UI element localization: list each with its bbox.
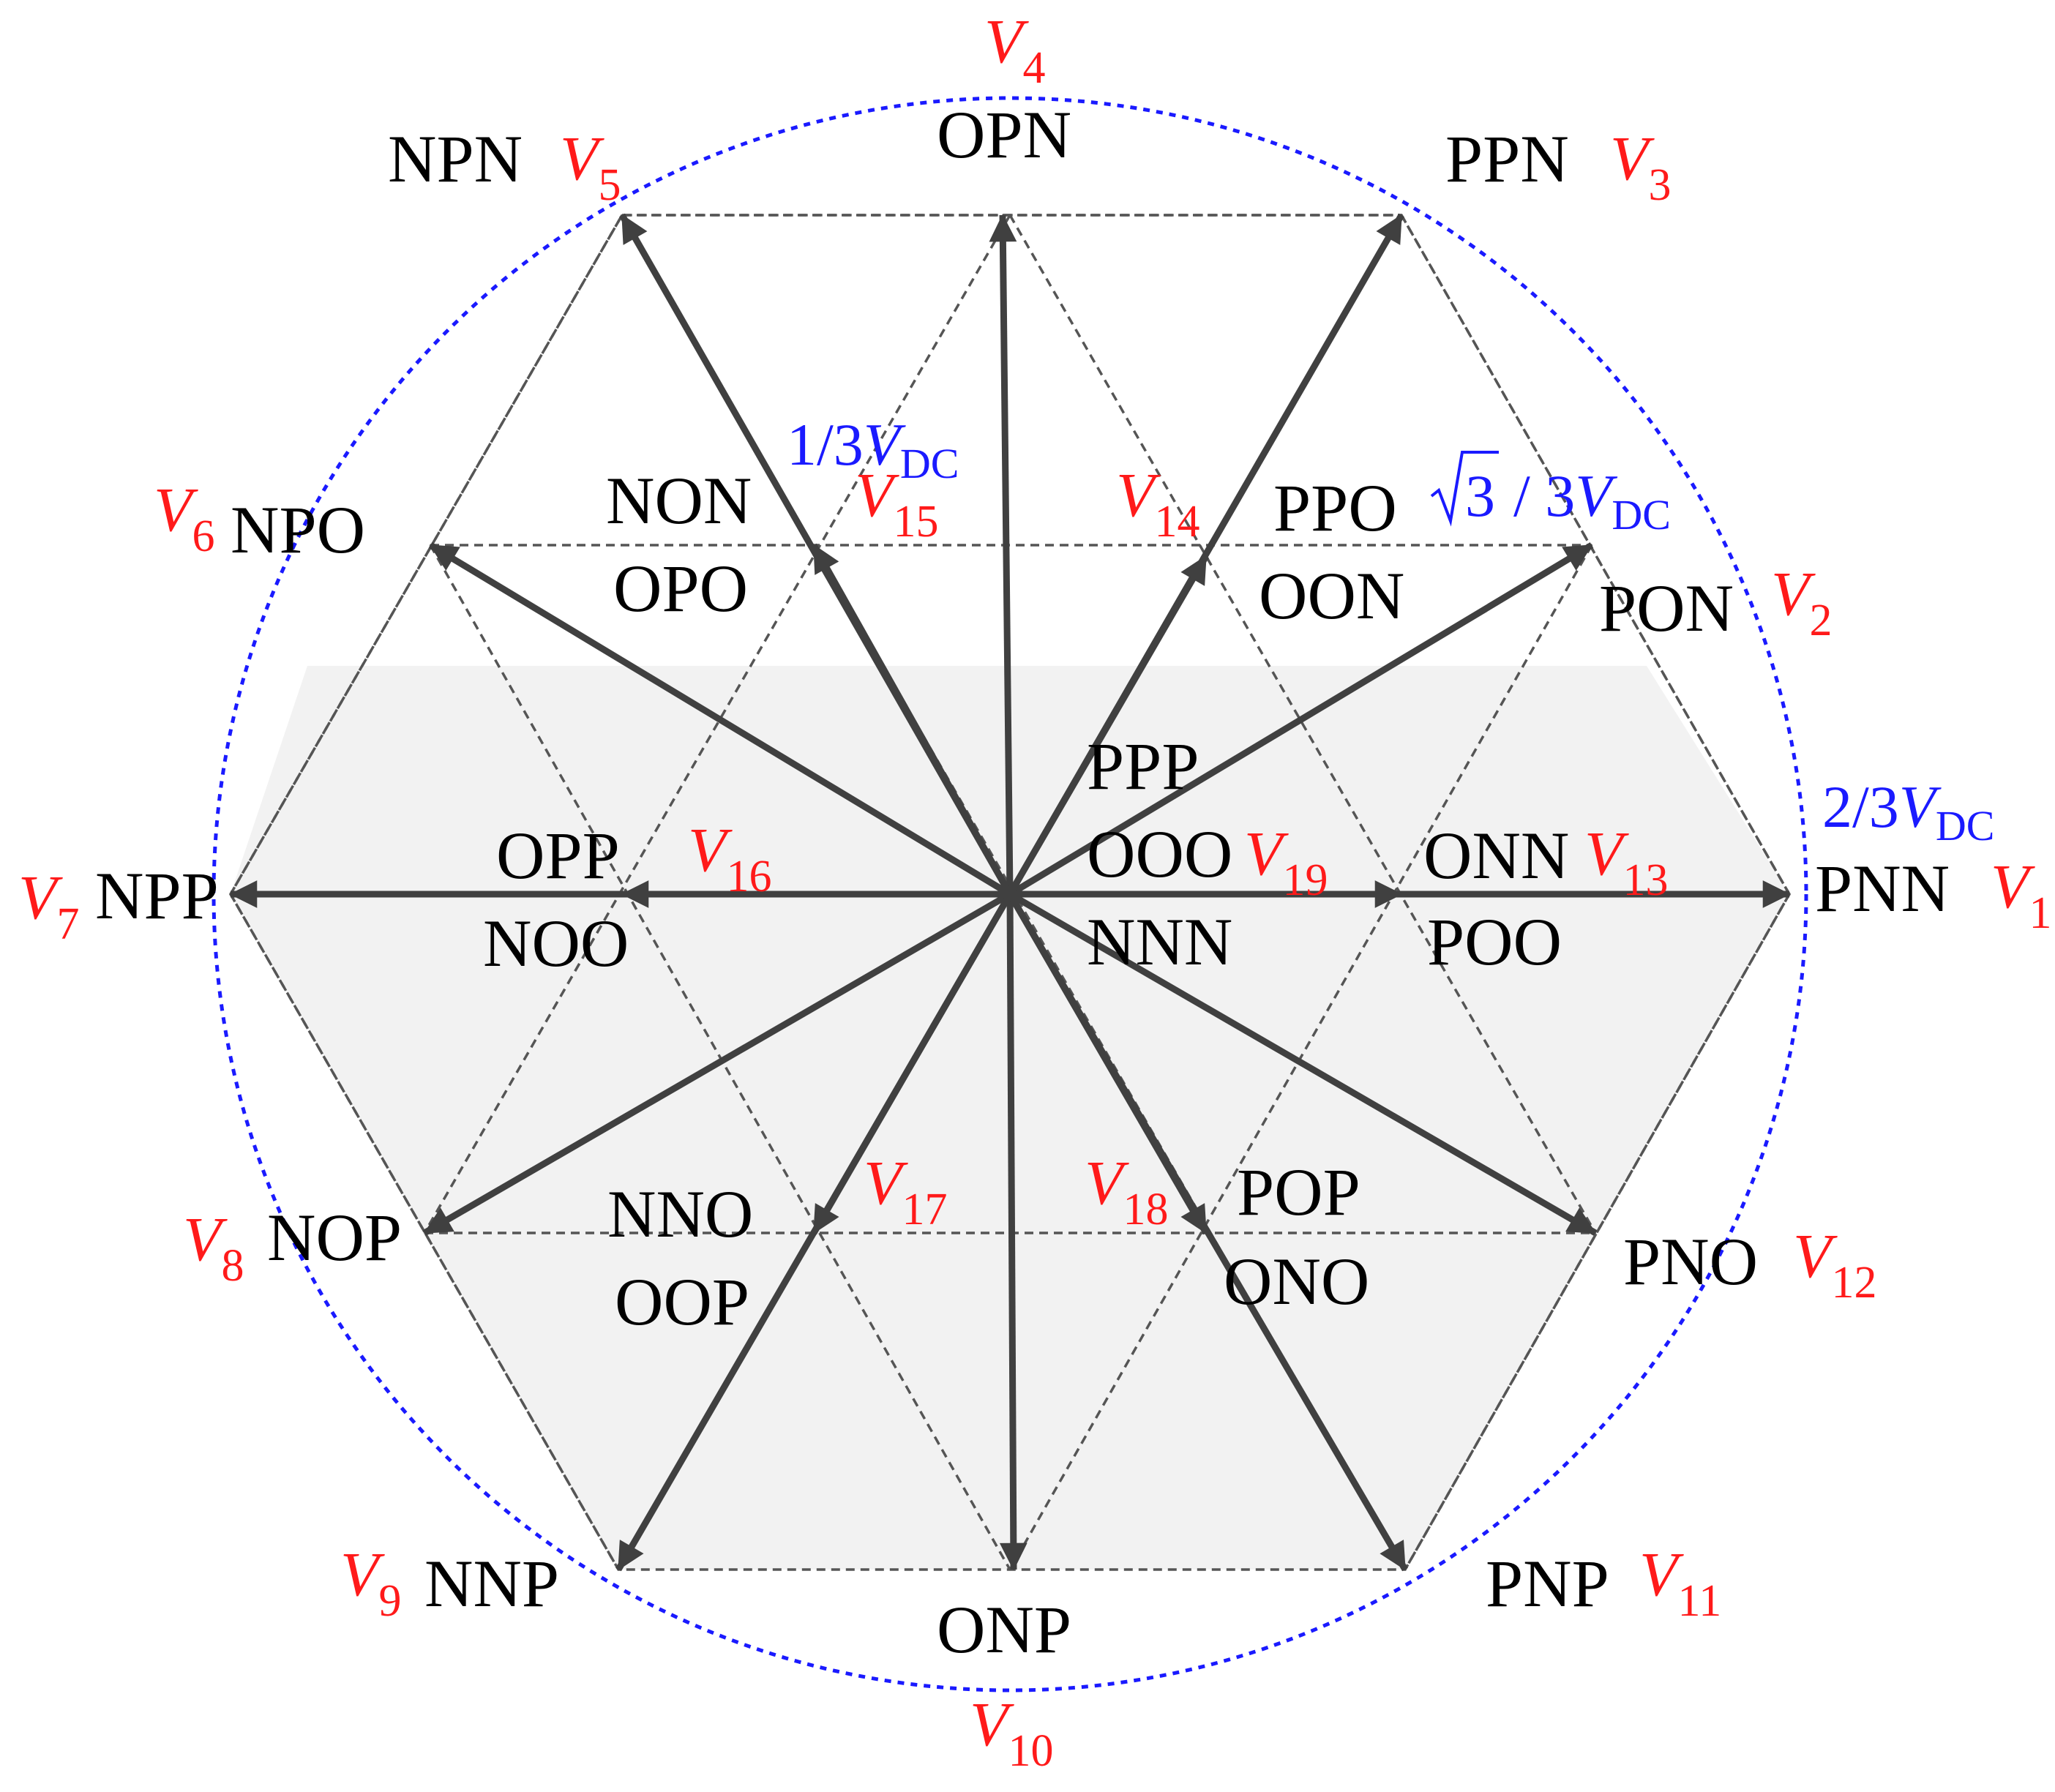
state-label-poo: POO	[1427, 904, 1562, 979]
vector-label-v16: V16	[688, 814, 772, 901]
vector-label-v13: V13	[1584, 818, 1669, 905]
state-label-onn: ONN	[1423, 818, 1569, 893]
vector-label-v10: V10	[970, 1689, 1054, 1776]
state-label-npn: NPN	[388, 121, 523, 196]
sqrt-radicand: 3	[1465, 462, 1495, 529]
vector-label-v1: V1	[1991, 851, 2052, 938]
vector-label-v2: V2	[1771, 558, 1833, 645]
state-label-nop: NOP	[267, 1200, 402, 1275]
state-label-npp: NPP	[95, 858, 219, 933]
state-label-opn: OPN	[937, 97, 1071, 172]
arrow-v10	[999, 893, 1028, 1571]
state-label-ppo: PPO	[1273, 471, 1397, 545]
switching-state-labels: PNN PPN NPN NPP NNP PNP PON OPN NPO NOP …	[95, 97, 1950, 1667]
arrow-v2	[1008, 542, 1594, 897]
grid-line	[229, 893, 620, 1570]
magnitude-label-inner: 1/3VDC	[787, 411, 959, 487]
state-label-pon: PON	[1599, 571, 1734, 645]
vector-label-v11: V11	[1639, 1539, 1721, 1626]
vector-label-v14: V14	[1116, 460, 1200, 547]
grid-line	[1404, 893, 1791, 1570]
grid-line	[1400, 214, 1791, 895]
state-label-opp: OPP	[496, 818, 620, 893]
state-label-noo: NOO	[483, 906, 629, 981]
state-label-pnn: PNN	[1815, 851, 1950, 926]
vector-label-v15: V15	[855, 460, 939, 547]
vector-label-v7: V7	[18, 862, 80, 949]
arrow-v4	[989, 214, 1017, 895]
state-label-ono: ONO	[1224, 1244, 1369, 1319]
sqrt-radical-icon	[1430, 451, 1499, 527]
vector-label-v17: V17	[864, 1147, 948, 1234]
state-label-pop: POP	[1237, 1155, 1360, 1229]
arrow-v6	[428, 542, 1012, 897]
magnitude-label-middle-text: / 3VDC	[1513, 462, 1671, 539]
outer-circle	[212, 96, 1808, 1692]
state-label-pnp: PNP	[1486, 1546, 1609, 1621]
state-label-pno: PNO	[1623, 1224, 1758, 1299]
vector-label-v19: V19	[1244, 818, 1328, 905]
state-label-nno: NNO	[607, 1177, 753, 1251]
state-label-oon: OON	[1259, 558, 1404, 633]
state-label-non: NON	[606, 463, 752, 538]
vector-label-v3: V3	[1610, 123, 1672, 210]
arrow-v14	[1007, 554, 1209, 896]
vector-arrows	[229, 213, 1791, 1572]
state-label-ppp: PPP	[1087, 729, 1199, 803]
vector-labels: V1 V2 V3 V4 V5 V6 V7 V8 V9 V10 V11 V12 V…	[18, 6, 2052, 1776]
arrow-v17	[811, 892, 1013, 1235]
arrow-v8	[422, 891, 1012, 1236]
grid-line	[1008, 214, 1597, 1234]
magnitude-label-middle: 3 / 3VDC	[1430, 451, 1671, 539]
magnitude-labels: 1/3VDC 3 / 3VDC 2/3VDC	[787, 411, 1994, 850]
magnitude-label-outer: 2/3VDC	[1822, 773, 1994, 850]
vector-label-v6: V6	[154, 474, 215, 561]
vector-label-v9: V9	[340, 1539, 402, 1626]
arrow-v15	[811, 543, 1013, 896]
state-label-ppn: PPN	[1445, 121, 1569, 196]
state-label-onp: ONP	[937, 1592, 1071, 1667]
state-label-nnn: NNN	[1087, 904, 1232, 979]
vector-label-v5: V5	[560, 123, 621, 210]
vector-label-v12: V12	[1793, 1221, 1877, 1308]
grid-line	[429, 544, 1011, 1570]
state-label-npo: NPO	[231, 492, 365, 567]
vector-label-v18: V18	[1085, 1147, 1169, 1234]
state-label-nnp: NNP	[424, 1546, 559, 1621]
state-label-opo: OPO	[613, 551, 748, 626]
state-label-ooo: OOO	[1087, 817, 1232, 891]
state-label-oop: OOP	[615, 1264, 749, 1339]
grid-line	[1008, 544, 1593, 1570]
vector-label-v8: V8	[183, 1204, 244, 1291]
arrow-v18	[1007, 892, 1209, 1235]
grid-line	[423, 214, 1011, 1234]
vector-label-v4: V4	[984, 6, 1046, 93]
arrow-v12	[1008, 891, 1598, 1236]
